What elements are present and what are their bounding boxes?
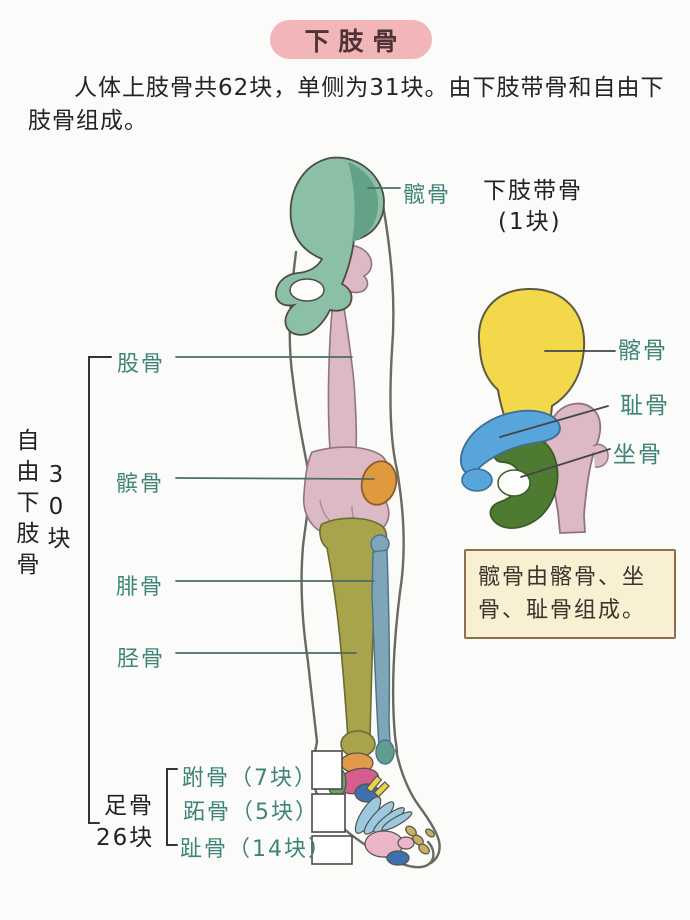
hipbone-shape [275,156,385,336]
free-limb-bracket [88,356,112,824]
label-fibula: 腓骨 [116,575,165,600]
foot-callout-boxes [311,750,353,865]
label-hipbone: 髋骨 [403,183,452,208]
pelvic-girdle-title: 下肢带骨 [483,178,583,204]
intro-paragraph: 人体上肢骨共62块，单侧为31块。由下肢带骨和自由下肢骨组成。 [28,75,665,134]
leader-lines [88,187,616,846]
label-tibia: 胫骨 [117,647,166,672]
hipfig-obturator-hole [497,469,531,497]
page-title: 下肢骨 [270,20,432,59]
hip-figure [460,287,609,534]
pelvic-girdle-count: (1块) [498,209,562,235]
label-phalanges: 趾骨（14块） [180,837,332,862]
hipfig-pubis-lower [461,468,493,492]
leg-figure [275,156,441,869]
label-tarsals: 跗骨（7块） [182,766,318,791]
free-limb-name: 自由下肢骨 [12,428,38,583]
label-metatarsals: 跖骨（5块） [183,800,319,825]
fibula-bone [370,534,395,765]
label-pubis: 耻骨 [620,393,670,419]
label-ilium: 髂骨 [618,338,668,364]
free-limb-count: 30块 [43,462,69,555]
hipbone-note-text: 髋骨由髂骨、坐骨、耻骨组成。 [478,565,647,623]
hipbone-note-box: 髋骨由髂骨、坐骨、耻骨组成。 [464,549,676,639]
label-ischium: 坐骨 [613,442,663,468]
foot-count: 26块 [96,825,155,851]
hipfig-ilium [477,287,586,442]
foot-bracket [166,768,178,846]
foot-name: 足骨 [104,793,154,819]
label-patella: 髌骨 [116,472,165,497]
label-femur: 股骨 [117,352,166,377]
